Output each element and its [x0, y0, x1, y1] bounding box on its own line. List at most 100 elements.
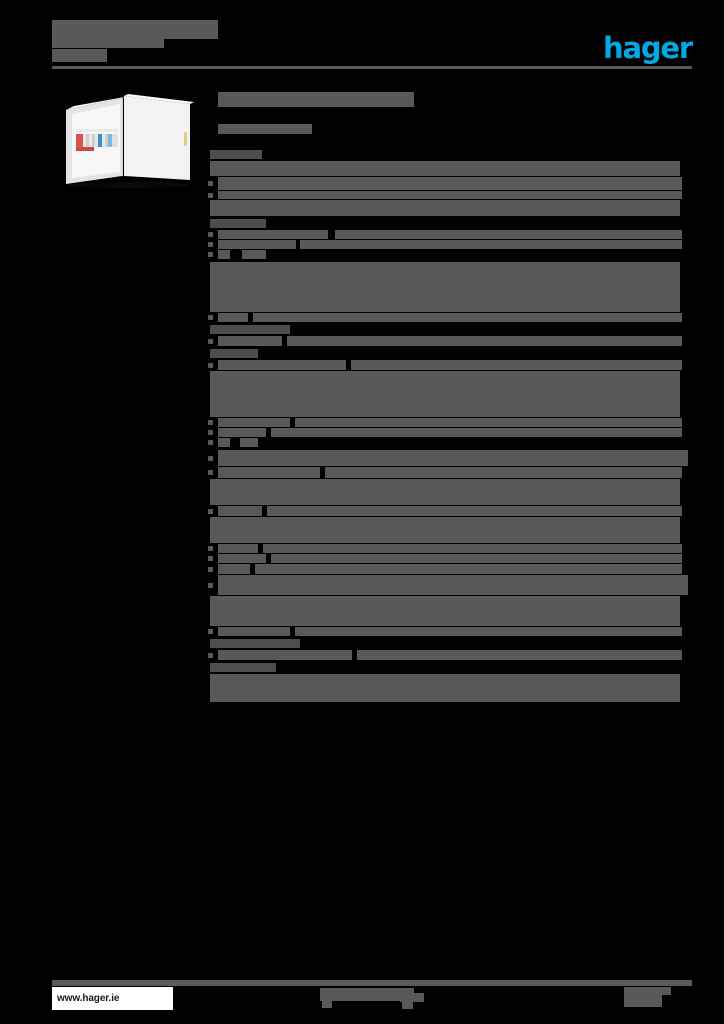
spec-row [208, 479, 682, 505]
spec-row [208, 313, 682, 322]
spec-value [295, 627, 682, 636]
spec-row [208, 240, 682, 249]
spec-row [208, 371, 682, 417]
bullet-icon [208, 252, 213, 257]
spec-row [208, 650, 682, 660]
spec-label [218, 191, 276, 199]
bullet-icon [208, 192, 213, 198]
spec-label [218, 428, 266, 437]
footer-divider [52, 980, 692, 986]
spec-section [208, 219, 682, 259]
spec-value [276, 191, 682, 199]
spec-section [208, 325, 682, 346]
spec-row [208, 161, 682, 176]
spec-label [210, 161, 272, 176]
spec-value [351, 360, 682, 370]
bullet-icon [208, 556, 213, 561]
website-url[interactable]: www.hager.ie [52, 987, 173, 1010]
product-heading [218, 92, 414, 107]
product-image [58, 88, 206, 192]
spec-label [210, 200, 680, 216]
footer-page-number [657, 987, 671, 995]
spec-value [300, 240, 682, 249]
bullet-icon [208, 315, 213, 320]
bullet-icon [208, 338, 213, 344]
footer-right-text [624, 987, 662, 1007]
spec-value [276, 177, 682, 190]
bullet-icon [208, 430, 213, 435]
spec-row [208, 596, 682, 626]
spec-section [208, 639, 682, 660]
spec-row [208, 554, 682, 563]
product-subheading [218, 124, 312, 134]
spec-row [208, 450, 688, 466]
spec-row [208, 191, 682, 199]
spec-label [210, 517, 680, 543]
bullet-icon [208, 362, 213, 368]
spec-section-heading [210, 663, 276, 672]
spec-value [255, 564, 682, 574]
spec-section [208, 663, 682, 702]
spec-row [208, 438, 682, 447]
spec-row [208, 517, 682, 543]
spec-row [208, 564, 682, 574]
bullet-icon [208, 582, 213, 588]
spec-label [210, 479, 680, 505]
spec-row [208, 428, 682, 437]
spec-row [208, 467, 682, 478]
footer-center-text-2 [322, 1001, 332, 1008]
spec-label [218, 250, 230, 259]
spec-label [218, 336, 282, 346]
spec-label [210, 674, 680, 702]
specification-table [208, 150, 688, 705]
bullet-icon [208, 566, 213, 572]
spec-gap [230, 250, 242, 259]
bullet-icon [208, 242, 213, 247]
spec-label [218, 360, 346, 370]
spec-label [218, 450, 688, 466]
spec-section-heading [210, 325, 290, 334]
spec-value [253, 313, 682, 322]
spec-label [218, 575, 688, 595]
spec-row [208, 418, 682, 427]
spec-section [208, 262, 682, 322]
spec-row [208, 262, 682, 312]
page-header: hager [52, 16, 693, 68]
spec-value [325, 467, 682, 478]
main-content-header [218, 88, 682, 134]
spec-row [208, 506, 682, 516]
spec-section [208, 450, 688, 636]
spec-row [208, 360, 682, 370]
page-footer: www.hager.ie [52, 980, 692, 1016]
spec-row [208, 200, 682, 216]
spec-label [218, 240, 296, 249]
bullet-icon [208, 181, 213, 186]
spec-section-heading [210, 349, 258, 358]
bullet-icon [208, 652, 213, 658]
bullet-icon [208, 629, 213, 634]
document-title [52, 20, 218, 39]
spec-row [208, 674, 682, 702]
bullet-icon [208, 232, 213, 237]
spec-value [242, 250, 266, 259]
spec-label [210, 596, 680, 626]
spec-label [218, 544, 258, 553]
spec-row [208, 250, 682, 259]
spec-label [210, 262, 680, 312]
spec-value [357, 650, 682, 660]
bullet-icon [208, 440, 213, 445]
spec-row [208, 627, 682, 636]
spec-gap [230, 438, 240, 447]
footer-center-text [320, 988, 414, 1001]
document-subtitle [52, 49, 107, 62]
bullet-icon [208, 420, 213, 425]
spec-label [218, 627, 290, 636]
spec-label [218, 467, 320, 478]
spec-row [208, 230, 682, 239]
spec-row [208, 336, 682, 346]
footer-center-text-4 [402, 1002, 413, 1009]
header-divider [52, 66, 692, 69]
spec-value [287, 336, 682, 346]
hager-logo: hager [603, 31, 693, 65]
